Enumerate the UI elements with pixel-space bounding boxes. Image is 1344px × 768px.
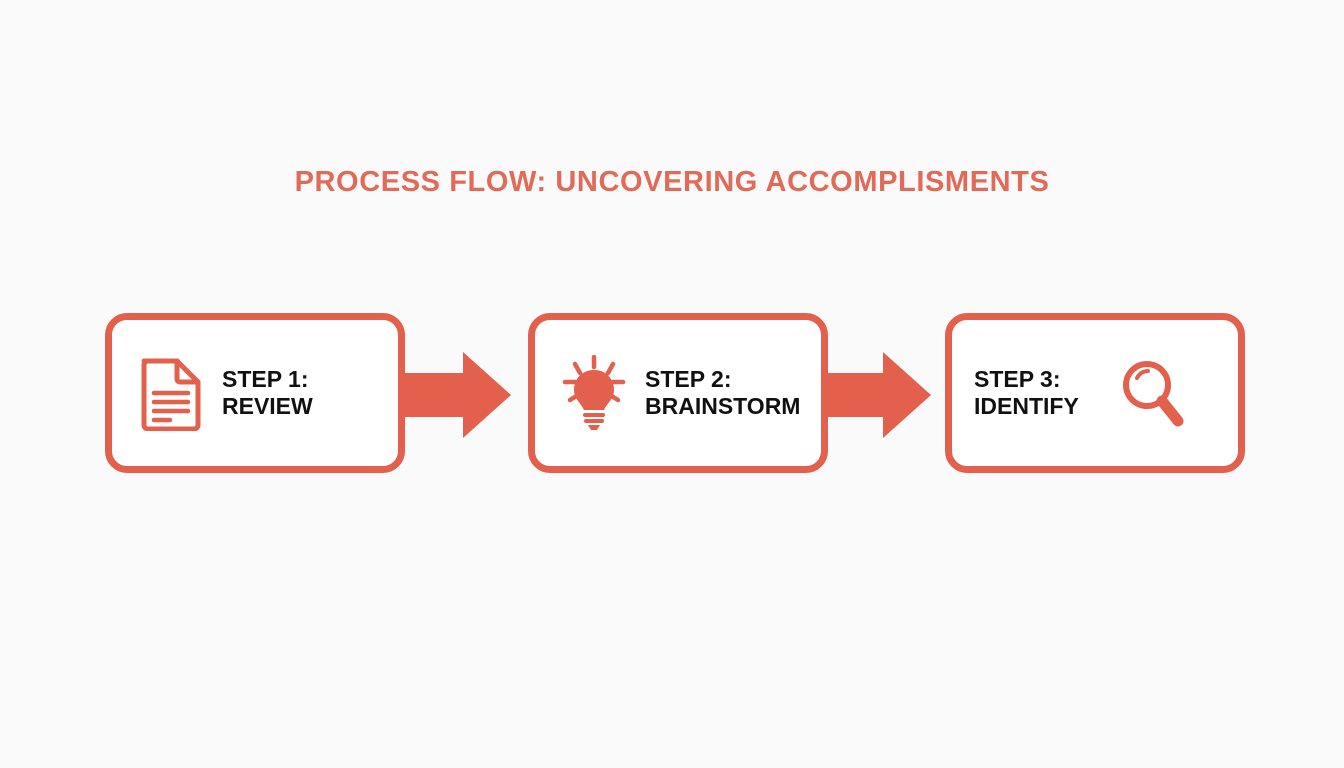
step-3-content: STEP 3: IDENTIFY: [952, 355, 1238, 431]
step-1-line1: STEP 1:: [222, 365, 309, 392]
arrow-right-icon-1: [405, 352, 511, 438]
step-3-line1: STEP 3:: [974, 365, 1061, 392]
document-icon: [138, 355, 204, 432]
step-3-label: STEP 3: IDENTIFY: [974, 366, 1079, 420]
lightbulb-icon: [561, 354, 627, 431]
step-box-2[interactable]: STEP 2: BRAINSTORM: [528, 313, 828, 473]
magnifier-icon: [1119, 355, 1185, 431]
process-flow: STEP 1: REVIEW: [0, 313, 1344, 473]
step-box-3[interactable]: STEP 3: IDENTIFY: [945, 313, 1245, 473]
step-1-line2: REVIEW: [222, 393, 313, 419]
step-2-content: STEP 2: BRAINSTORM: [535, 354, 821, 431]
step-1-label: STEP 1: REVIEW: [222, 366, 313, 420]
step-box-1[interactable]: STEP 1: REVIEW: [105, 313, 405, 473]
step-2-line1: STEP 2:: [645, 365, 732, 392]
page-title: PROCESS FLOW: UNCOVERING ACCOMPLISMENTS: [294, 166, 1050, 198]
step-2-label: STEP 2: BRAINSTORM: [645, 366, 800, 420]
arrow-right-icon-2: [825, 352, 931, 438]
step-1-content: STEP 1: REVIEW: [112, 355, 398, 432]
step-3-line2: IDENTIFY: [974, 393, 1079, 419]
step-2-line2: BRAINSTORM: [645, 393, 801, 419]
